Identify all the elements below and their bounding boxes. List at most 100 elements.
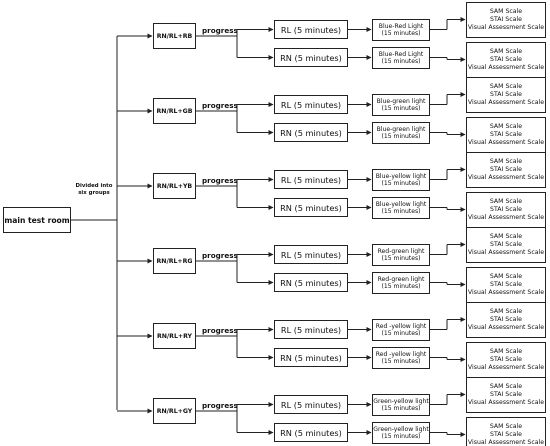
condition-label: RN (5 minutes) (280, 277, 342, 288)
group-label: RN/RL+RY (156, 332, 192, 340)
light-condition-box: Blue-Red Light(15 minutes) (372, 18, 430, 41)
scale-label: Visual Assessment Scale (467, 23, 545, 31)
light-duration-label: (15 minutes) (381, 179, 421, 187)
group-box-5: RN/RL+GY (153, 398, 196, 424)
divided-label-line2: six groups (78, 190, 110, 196)
scale-label: Visual Assessment Scale (467, 438, 545, 446)
scale-label: SAM Scale (489, 47, 523, 55)
scale-label: STAI Scale (490, 205, 522, 213)
condition-label: RN (5 minutes) (280, 427, 342, 438)
scale-label: STAI Scale (490, 15, 522, 23)
light-duration-label: (15 minutes) (381, 357, 421, 365)
scale-label: SAM Scale (489, 422, 523, 430)
rl-condition-box: RL (5 minutes) (274, 395, 348, 414)
group-label: RN/RL+RG (156, 257, 193, 265)
light-type-label: Blue-Red Light (378, 22, 424, 30)
scale-label: SAM Scale (489, 197, 523, 205)
rn-condition-box: RN (5 minutes) (274, 123, 348, 142)
progress-label: progress (202, 26, 238, 35)
light-condition-box: Blue-yellow light(15 minutes) (372, 196, 430, 219)
rn-condition-box: RN (5 minutes) (274, 48, 348, 67)
scale-label: SAM Scale (489, 122, 523, 130)
light-duration-label: (15 minutes) (381, 29, 421, 37)
rl-condition-box: RL (5 minutes) (274, 320, 348, 339)
progress-label: progress (202, 326, 238, 335)
light-type-label: Blue-green light (376, 125, 426, 133)
main-test-room-box: main test room (3, 207, 71, 233)
rn-condition-box: RN (5 minutes) (274, 348, 348, 367)
light-condition-box: Blue-Red Light(15 minutes) (372, 46, 430, 69)
group-box-3: RN/RL+RG (153, 248, 196, 274)
scale-label: Visual Assessment Scale (467, 213, 545, 221)
light-condition-box: Green-yellow light(15 minutes) (372, 421, 430, 444)
scale-label: STAI Scale (490, 165, 522, 173)
progress-label: progress (202, 401, 238, 410)
rn-condition-box: RN (5 minutes) (274, 423, 348, 442)
light-condition-box: Red -yellow light(15 minutes) (372, 346, 430, 369)
rl-condition-box: RL (5 minutes) (274, 170, 348, 189)
progress-label: progress (202, 101, 238, 110)
rn-condition-box: RN (5 minutes) (274, 273, 348, 292)
main-test-room-label: main test room (4, 215, 70, 225)
group-box-0: RN/RL+RB (153, 23, 196, 49)
scale-label: STAI Scale (490, 315, 522, 323)
condition-label: RL (5 minutes) (280, 24, 342, 35)
scale-label: STAI Scale (490, 130, 522, 138)
rn-condition-box: RN (5 minutes) (274, 198, 348, 217)
scale-label: SAM Scale (489, 382, 523, 390)
light-duration-label: (15 minutes) (381, 104, 421, 112)
scale-label: Visual Assessment Scale (467, 138, 545, 146)
light-duration-label: (15 minutes) (381, 329, 421, 337)
scale-label: STAI Scale (490, 240, 522, 248)
light-duration-label: (15 minutes) (381, 254, 421, 262)
condition-label: RL (5 minutes) (280, 324, 342, 335)
scale-label: Visual Assessment Scale (467, 173, 545, 181)
light-duration-label: (15 minutes) (381, 432, 421, 440)
scale-label: SAM Scale (489, 272, 523, 280)
condition-label: RL (5 minutes) (280, 174, 342, 185)
light-type-label: Red-green light (377, 275, 425, 283)
light-duration-label: (15 minutes) (381, 57, 421, 65)
divided-into-groups-label: Divided into six groups (72, 183, 116, 197)
scale-label: STAI Scale (490, 355, 522, 363)
light-duration-label: (15 minutes) (381, 207, 421, 215)
group-box-4: RN/RL+RY (153, 323, 196, 349)
rl-condition-box: RL (5 minutes) (274, 245, 348, 264)
light-type-label: Green-yellow light (373, 397, 429, 405)
progress-label: progress (202, 251, 238, 260)
scale-label: SAM Scale (489, 307, 523, 315)
scale-label: SAM Scale (489, 232, 523, 240)
scale-label: STAI Scale (490, 430, 522, 438)
divided-label-line1: Divided into (75, 183, 113, 189)
scale-label: Visual Assessment Scale (467, 363, 545, 371)
scale-label: SAM Scale (489, 347, 523, 355)
scale-label: STAI Scale (490, 90, 522, 98)
scale-label: Visual Assessment Scale (467, 248, 545, 256)
group-label: RN/RL+RB (156, 32, 193, 40)
light-type-label: Red -yellow light (375, 322, 427, 330)
light-condition-box: Green-yellow light(15 minutes) (372, 393, 430, 416)
light-condition-box: Red-green light(15 minutes) (372, 243, 430, 266)
scale-label: SAM Scale (489, 7, 523, 15)
progress-label: progress (202, 176, 238, 185)
group-label: RN/RL+GB (156, 107, 193, 115)
condition-label: RN (5 minutes) (280, 52, 342, 63)
group-label: RN/RL+YB (156, 182, 193, 190)
scale-label: Visual Assessment Scale (467, 398, 545, 406)
light-type-label: Red -yellow light (375, 350, 427, 358)
light-condition-box: Blue-yellow light(15 minutes) (372, 168, 430, 191)
scale-label: SAM Scale (489, 82, 523, 90)
scale-label: Visual Assessment Scale (467, 98, 545, 106)
scale-label: STAI Scale (490, 390, 522, 398)
scale-label: STAI Scale (490, 55, 522, 63)
